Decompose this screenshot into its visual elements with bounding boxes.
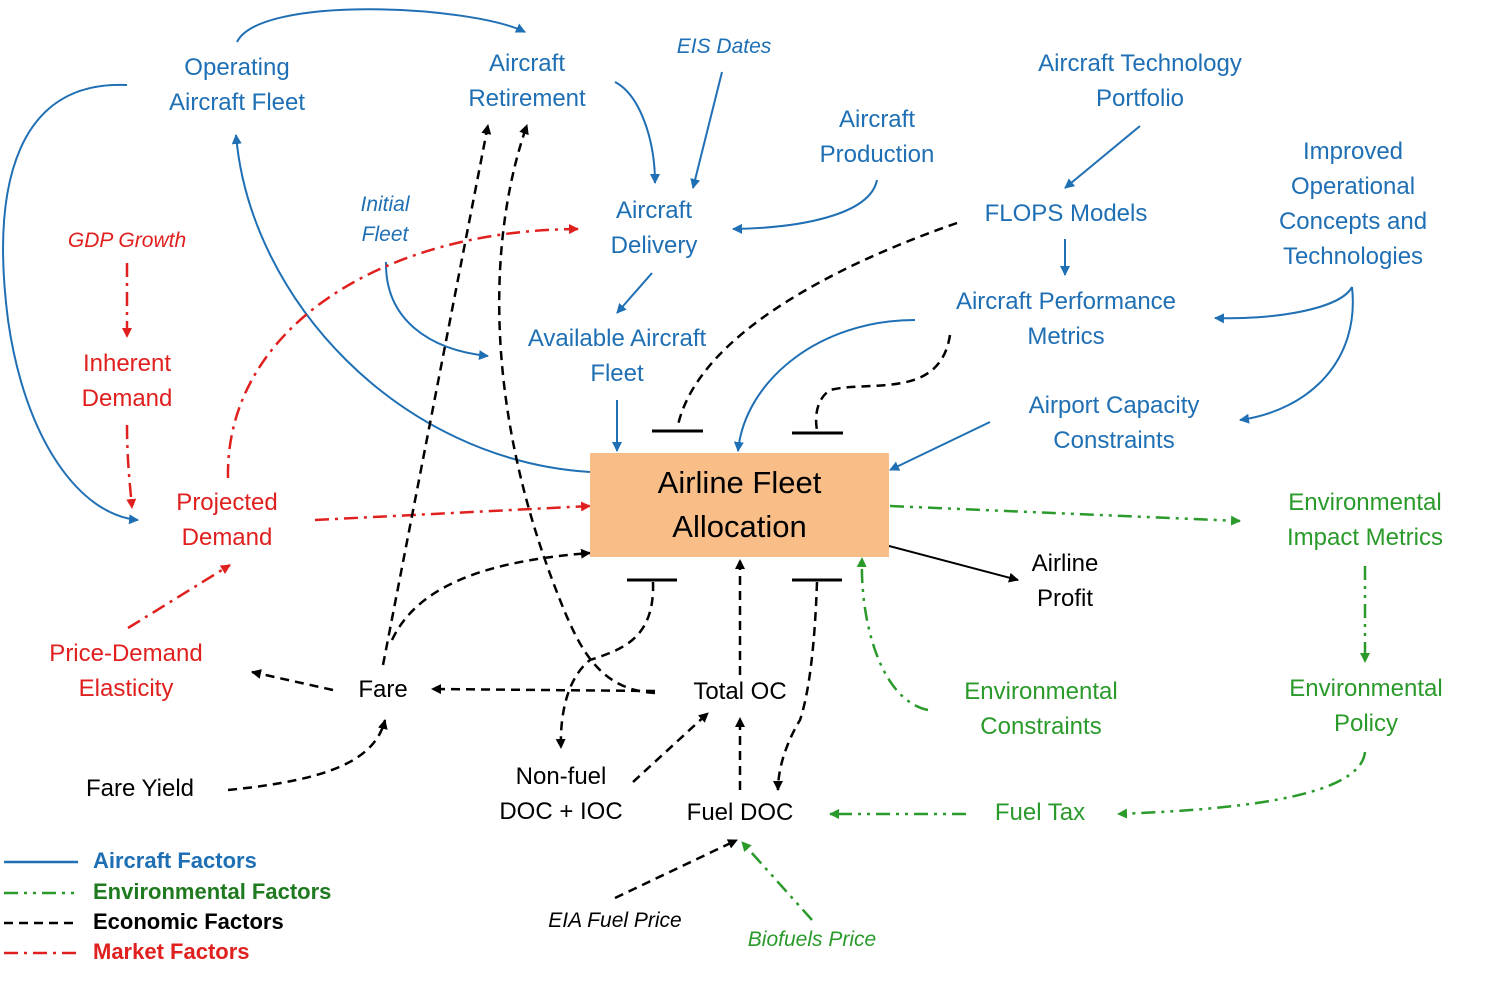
node-eis-dates: EIS Dates [676,35,772,58]
edge-projected-to-delivery [226,224,579,479]
edge-fleet-to-projected [2,83,139,525]
edge-elasticity-to-projected [127,563,231,630]
edge-portfolio-to-flops [1064,125,1141,189]
edge-envconstraints-to-center [856,557,929,712]
node-fare-yield: Fare Yield [85,775,195,802]
edge-totaloc-to-fare [431,684,656,695]
edge-policy-to-fueltax [1117,751,1367,819]
edge-production-to-delivery [732,179,878,234]
edge-center-inhibit-fueldoc [773,581,819,791]
edge-improved-to-airport [1239,286,1354,424]
edge-fare-to-center [390,548,591,641]
edge-biofuels-to-fueldoc [741,841,813,921]
edge-center-to-profit [888,545,1019,583]
legend-environmental-factors: Environmental Factors [93,879,332,904]
edge-perf-inhibit [814,334,952,431]
edge-fare-to-retirement [381,124,492,666]
edge-center-inhibit-nonfuel [555,581,655,749]
node-total-oc: Total OC [693,678,787,705]
edge-airport-to-center [889,421,991,471]
node-fare: Fare [358,676,408,703]
node-fuel-doc: Fuel DOC [686,799,794,826]
edge-center-to-envmetrics [889,504,1241,526]
edge-flops-inhibit [676,221,958,426]
edge-initial-to-available [384,261,489,361]
node-flops-models: FLOPS Models [984,200,1148,227]
edge-eia-to-fueldoc [614,838,738,900]
node-fuel-tax: Fuel Tax [994,799,1086,826]
edge-totaloc-to-retirement [497,124,656,695]
edge-eis-to-delivery [690,71,723,189]
legend-market-factors: Market Factors [93,939,250,964]
edge-fareyield-to-fare [227,719,388,792]
edge-inherent-to-projected [125,424,137,509]
edge-delivery-to-available [616,272,653,314]
edge-perf-to-center [733,319,916,452]
edge-fare-to-elasticity [251,669,334,692]
node-eia-fuel-price: EIA Fuel Price [548,909,682,932]
edge-improved-to-perf [1214,286,1353,324]
edge-center-to-fleet [231,134,591,473]
legend-economic-factors: Economic Factors [93,909,284,934]
edge-retirement-to-delivery [614,81,660,184]
edge-fleet-to-retirement [236,8,526,43]
edge-nonfuel-to-totaloc [632,712,709,783]
node-biofuels-price: Biofuels Price [747,928,877,951]
node-gdp-growth: GDP Growth [67,229,187,252]
edge-projected-to-center [314,501,591,522]
legend-aircraft-factors: Aircraft Factors [93,848,257,873]
